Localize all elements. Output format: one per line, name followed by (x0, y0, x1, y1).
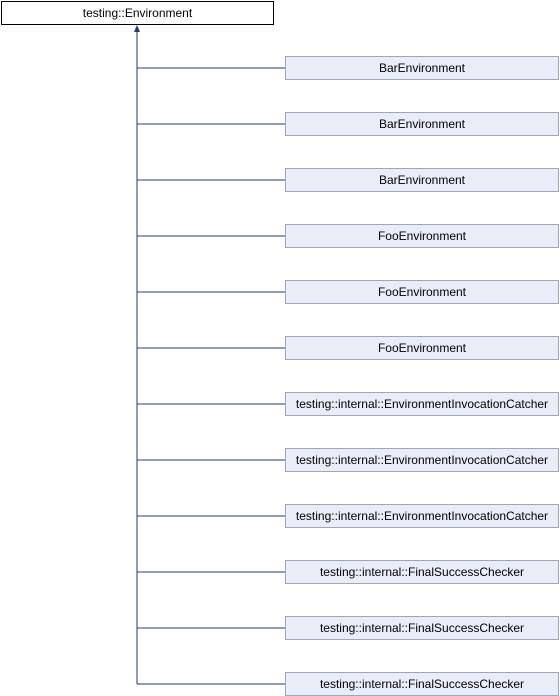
derived-class-label: BarEnvironment (378, 61, 466, 75)
derived-class-node[interactable]: BarEnvironment (285, 112, 559, 136)
base-class-node[interactable]: testing::Environment (1, 1, 274, 25)
derived-class-label: testing::internal::FinalSuccessChecker (319, 677, 525, 691)
derived-class-label: FooEnvironment (377, 285, 467, 299)
derived-class-label: testing::internal::FinalSuccessChecker (319, 621, 525, 635)
inheritance-arrowhead-icon (134, 25, 140, 32)
base-class-label: testing::Environment (82, 6, 193, 20)
derived-class-label: FooEnvironment (377, 341, 467, 355)
derived-class-node[interactable]: FooEnvironment (285, 224, 559, 248)
derived-class-node[interactable]: testing::internal::FinalSuccessChecker (285, 560, 559, 584)
derived-class-label: BarEnvironment (378, 173, 466, 187)
derived-class-label: testing::internal::EnvironmentInvocation… (295, 509, 549, 523)
derived-class-node[interactable]: testing::internal::EnvironmentInvocation… (285, 448, 559, 472)
derived-class-label: testing::internal::EnvironmentInvocation… (295, 453, 549, 467)
derived-class-label: testing::internal::FinalSuccessChecker (319, 565, 525, 579)
derived-class-node[interactable]: BarEnvironment (285, 56, 559, 80)
derived-class-label: BarEnvironment (378, 117, 466, 131)
derived-class-node[interactable]: testing::internal::FinalSuccessChecker (285, 616, 559, 640)
derived-class-node[interactable]: testing::internal::EnvironmentInvocation… (285, 392, 559, 416)
derived-class-node[interactable]: BarEnvironment (285, 168, 559, 192)
derived-class-node[interactable]: FooEnvironment (285, 336, 559, 360)
derived-class-node[interactable]: testing::internal::FinalSuccessChecker (285, 672, 559, 696)
derived-class-label: FooEnvironment (377, 229, 467, 243)
derived-class-node[interactable]: testing::internal::EnvironmentInvocation… (285, 504, 559, 528)
derived-class-label: testing::internal::EnvironmentInvocation… (295, 397, 549, 411)
derived-class-node[interactable]: FooEnvironment (285, 280, 559, 304)
